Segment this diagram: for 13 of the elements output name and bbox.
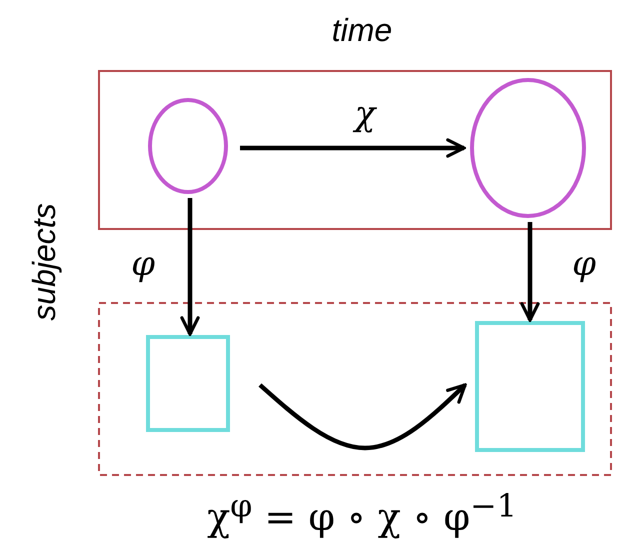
formula-caption: χ$^{φ}$ = φ ∘ χ ∘ φ$^{−1}$ xyxy=(207,489,517,539)
arrow xyxy=(258,383,467,450)
axis-label: time xyxy=(332,14,392,46)
ellipse-shape xyxy=(470,78,586,218)
arrow xyxy=(180,198,200,336)
ellipse-shape xyxy=(148,98,228,194)
arrow xyxy=(240,138,466,158)
rectangle-frame xyxy=(475,321,585,452)
group-frame xyxy=(98,70,612,230)
arrow xyxy=(520,222,540,322)
axis-label: subjects xyxy=(28,203,60,321)
rectangle-frame xyxy=(146,335,230,432)
group-frame xyxy=(98,302,612,476)
